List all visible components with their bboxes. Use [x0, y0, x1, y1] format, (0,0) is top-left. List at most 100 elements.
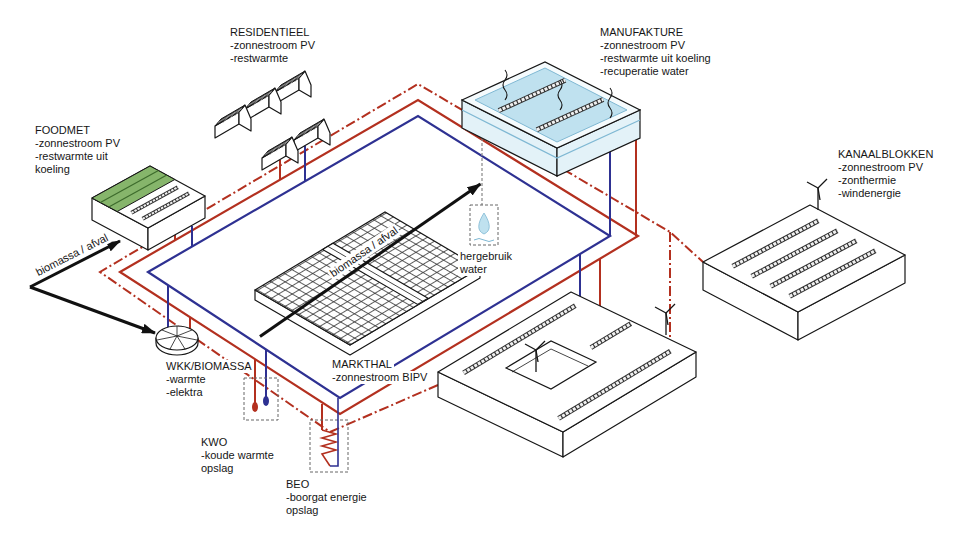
beo-storage — [310, 420, 348, 472]
markthal-building — [255, 212, 480, 345]
courtyard-building — [559, 351, 671, 418]
house — [215, 105, 251, 138]
house — [275, 71, 311, 104]
courtyard-building — [464, 306, 576, 373]
pipe-network — [100, 84, 703, 432]
foodmet-building — [143, 193, 189, 219]
node-heading: WKK/BIOMASSA — [164, 360, 254, 373]
flow-label: biomassa / afval — [326, 223, 402, 281]
building-node: KANAALBLOKKEN-zonnestroom PV-zonthermie-… — [836, 148, 939, 204]
flow-label: biomassa / afval — [31, 230, 111, 279]
kanaalblokken-building — [733, 221, 819, 267]
courtyard-building — [506, 341, 596, 389]
courtyard-building — [464, 306, 576, 373]
building-node: MANUFAKTURE-zonnestroom PV-restwarmte ui… — [460, 24, 732, 184]
kanaalblokken-building — [703, 179, 905, 340]
kanaalblokken-building — [752, 231, 838, 277]
dash-dot-pipe — [100, 84, 703, 432]
water-reuse-icon — [479, 213, 490, 234]
text-block: KANAALBLOKKEN-zonnestroom PV-zonthermie-… — [836, 148, 939, 200]
courtyard-building — [591, 324, 631, 348]
courtyard-building — [438, 292, 696, 457]
node-text: -zonnestroom BIPV — [330, 371, 429, 384]
courtyard-building — [512, 349, 588, 372]
text-block: KWO-koude warmte opslag — [199, 436, 287, 475]
node-text: -zonnestroom PV — [33, 137, 122, 150]
node-text: -restwarmte — [228, 52, 290, 65]
kwo-storage — [252, 402, 258, 412]
node-text: -restwarmte uit koeling — [33, 150, 125, 176]
foodmet-building — [131, 187, 177, 213]
note-label: hergebruik water — [458, 250, 526, 276]
node-text: -zonnestroom PV — [598, 39, 687, 52]
foodmet-building — [131, 187, 177, 213]
water-reuse-icon — [470, 205, 498, 245]
text-block: BEO-boorgat energie opslag — [284, 478, 384, 517]
manufakture-building — [499, 80, 565, 110]
node-text: -boorgat energie opslag — [284, 491, 384, 517]
text-block: MANUFAKTURE-zonnestroom PV-restwarmte ui… — [598, 24, 732, 78]
kanaalblokken-building — [703, 205, 905, 312]
node-text: -zonnestroom PV — [228, 39, 317, 52]
chp-dome — [156, 326, 198, 350]
text-block: FOODMET-zonnestroom PV-restwarmte uit ko… — [33, 124, 125, 176]
wind-turbine — [807, 179, 827, 210]
node-text: -koude warmte opslag — [199, 449, 287, 475]
wind-turbine — [525, 341, 545, 372]
manufakture-building — [537, 99, 603, 129]
beo-storage — [322, 430, 336, 466]
node-text: -elektra — [164, 386, 205, 399]
kwo-storage — [244, 378, 278, 420]
manufakture-building — [499, 80, 565, 110]
node-heading: KWO — [199, 436, 229, 449]
chp-dome — [157, 326, 197, 349]
node-heading: MARKTHAL — [330, 358, 394, 371]
kanaalblokken-building — [771, 241, 857, 287]
foodmet-building — [143, 193, 189, 219]
house — [294, 119, 330, 152]
node-text: -restwarmte uit koeling — [598, 52, 713, 65]
residential-houses — [215, 71, 330, 170]
node-heading: KANAALBLOKKEN — [836, 148, 935, 161]
building-node: WKK/BIOMASSA-warmte-elektra — [150, 322, 260, 427]
water-reuse-icon — [474, 239, 494, 242]
wind-turbine — [655, 304, 675, 335]
text-block: WKK/BIOMASSA-warmte-elektra — [164, 322, 260, 399]
chp-dome — [156, 326, 198, 355]
node-text: -recuperatie water — [598, 65, 691, 78]
manufakture-building — [475, 68, 627, 142]
beo-storage — [310, 398, 348, 472]
building-node: MARKTHAL-zonnestroom BIPV — [330, 358, 433, 388]
text-block: MARKTHAL-zonnestroom BIPV — [330, 358, 433, 384]
markthal-building — [255, 212, 480, 355]
courtyard-building — [591, 324, 631, 348]
connector-group — [260, 184, 480, 336]
node-text: -warmte — [164, 373, 208, 386]
kanaalblokken-building — [752, 231, 838, 277]
dash-dot-pipe — [669, 232, 671, 346]
water-line — [481, 138, 482, 205]
kwo-storage — [244, 378, 278, 420]
beo-storage — [330, 398, 338, 466]
text-block: RESIDENTIEEL-zonnestroom PV-restwarmte — [228, 26, 321, 65]
markthal-building — [255, 212, 480, 345]
node-text: -zonthermie — [836, 174, 898, 187]
kwo-storage — [263, 396, 269, 406]
biomass-arrows — [30, 241, 155, 333]
node-heading: FOODMET — [33, 124, 92, 137]
kanaalblokken-building — [771, 241, 857, 287]
house — [262, 137, 298, 170]
water-reuse-icon — [470, 205, 498, 245]
kanaalblokken-building — [790, 251, 876, 297]
kanaalblokken-building — [733, 221, 819, 267]
building-node: RESIDENTIEEL-zonnestroom PV-restwarmte — [228, 26, 321, 69]
node-heading: MANUFAKTURE — [598, 26, 685, 39]
kanaalblokken-building — [790, 251, 876, 297]
heat-waves — [503, 70, 612, 118]
courtyard-building — [438, 292, 696, 432]
node-text: -zonnestroom PV — [836, 161, 925, 174]
building-node: KWO-koude warmte opslag — [199, 436, 291, 479]
building-node: BEO-boorgat energie opslag — [284, 478, 388, 521]
